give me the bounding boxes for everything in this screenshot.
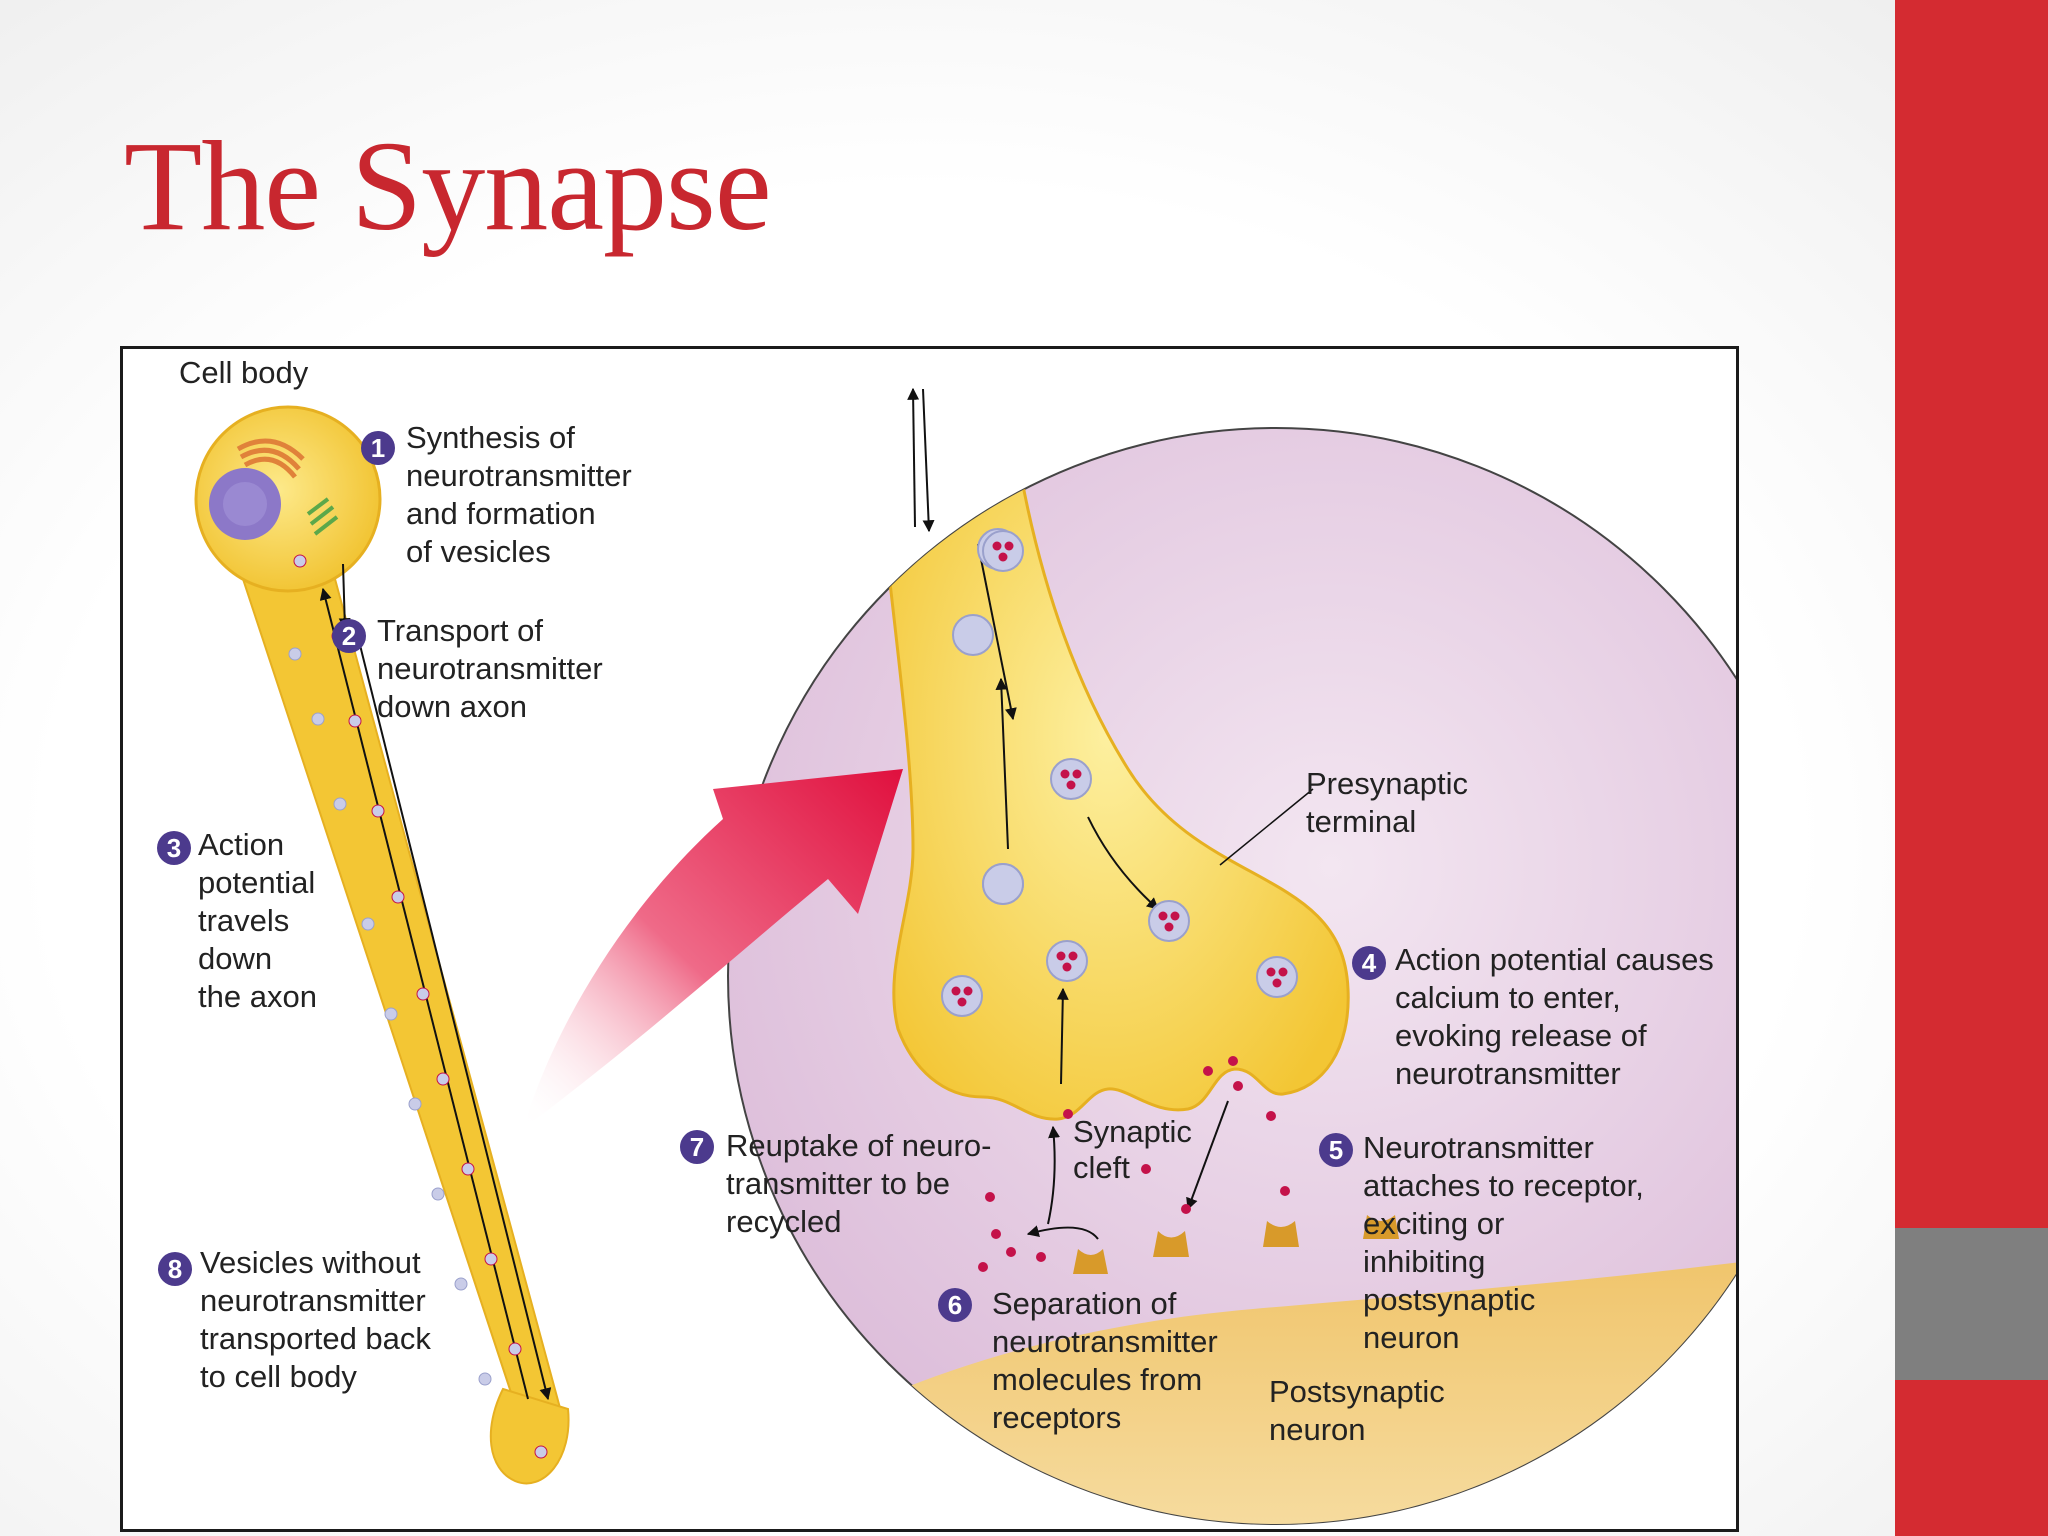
step-1-label: Synthesis of neurotransmitter and format…: [406, 420, 632, 569]
accent-bar-middle: [1895, 1228, 2048, 1380]
empty-vesicles: [952, 614, 1024, 905]
endoplasmic-reticulum: [306, 497, 339, 536]
slide-title: The Synapse: [124, 115, 772, 257]
step-7-label: Reuptake of neuro- transmitter to be rec…: [726, 1128, 992, 1239]
axon-terminal-small: [489, 1387, 570, 1485]
accent-bar-top: [1895, 0, 2048, 1228]
golgi-apparatus: [236, 438, 305, 479]
neurotransmitter-molecules: [978, 1056, 1290, 1272]
receptor: [1153, 1231, 1189, 1257]
synaptic-cleft-label: Synaptic cleft: [1073, 1114, 1192, 1185]
receptor: [1263, 1221, 1299, 1247]
step-badge: 3: [157, 831, 191, 865]
axon-vesicles: [288, 554, 548, 1459]
step-badge: 8: [158, 1252, 192, 1286]
filled-vesicles: [941, 530, 1298, 1017]
receptor: [1073, 1249, 1108, 1274]
cell-body: [194, 405, 382, 593]
postsynaptic-neuron-label: Postsynaptic neuron: [1269, 1374, 1445, 1447]
accent-bar-bottom: [1895, 1380, 2048, 1536]
step-badge: 4: [1352, 946, 1386, 980]
cell-body-label: Cell body: [179, 355, 309, 390]
step-badge: 7: [680, 1130, 714, 1164]
step-2-label: Transport of neurotransmitter down axon: [377, 613, 603, 724]
step-badge: 1: [361, 431, 395, 465]
receptor: [1363, 1215, 1399, 1239]
presynaptic-terminal-label: Presynaptic terminal: [1306, 766, 1468, 839]
step-5-label: Neurotransmitter attaches to receptor, e…: [1363, 1130, 1644, 1355]
step-badge: 2: [332, 619, 366, 653]
nucleolus: [223, 482, 267, 526]
synapse-diagram: Cell body Presynaptic terminal Synaptic …: [120, 346, 1739, 1532]
step-4-label: Action potential causes calcium to enter…: [1395, 942, 1714, 1091]
step-badge: 6: [938, 1288, 972, 1322]
step-8-label: Vesicles without neurotransmitter transp…: [200, 1245, 431, 1394]
step-badge: 5: [1319, 1133, 1353, 1167]
step-6-label: Separation of neurotransmitter molecules…: [992, 1286, 1218, 1435]
step-3-label: Action potential travels down the axon: [198, 827, 317, 1014]
magnify-arrow: [523, 769, 903, 1129]
